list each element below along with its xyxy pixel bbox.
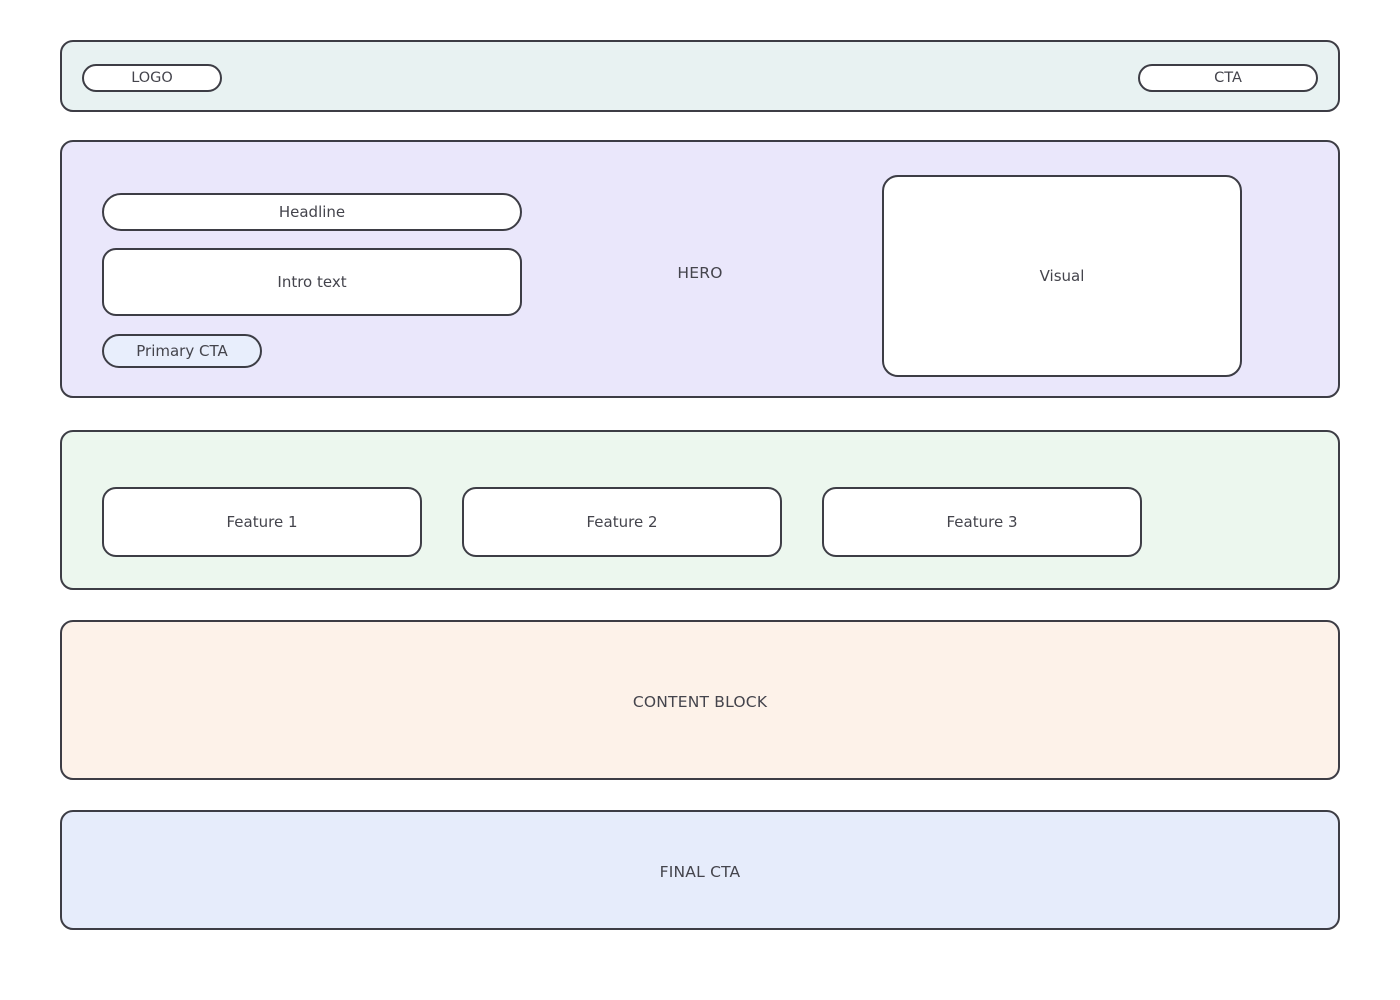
hero-section: HERO Headline Intro text Primary CTA Vis… (60, 140, 1340, 398)
logo-placeholder[interactable]: LOGO (82, 64, 222, 92)
header-cta-label: CTA (1214, 70, 1242, 86)
hero-intro-label: Intro text (277, 273, 347, 291)
hero-primary-cta-label: Primary CTA (136, 342, 228, 360)
feature-card-1-label: Feature 1 (226, 513, 298, 531)
final-cta-section[interactable]: FINAL CTA (60, 810, 1340, 930)
features-section: Feature 1 Feature 2 Feature 3 (60, 430, 1340, 590)
feature-card-2-label: Feature 2 (586, 513, 658, 531)
hero-visual-placeholder: Visual (882, 175, 1242, 377)
header-bar: LOGO CTA (60, 40, 1340, 112)
feature-card-3-label: Feature 3 (946, 513, 1018, 531)
hero-headline-placeholder: Headline (102, 193, 522, 231)
hero-visual-label: Visual (1039, 267, 1085, 285)
header-cta-button[interactable]: CTA (1138, 64, 1318, 92)
final-cta-label: FINAL CTA (659, 863, 741, 881)
feature-card-2[interactable]: Feature 2 (462, 487, 782, 557)
hero-intro-text-placeholder: Intro text (102, 248, 522, 316)
hero-headline-label: Headline (278, 203, 346, 221)
logo-label: LOGO (131, 70, 173, 86)
feature-card-1[interactable]: Feature 1 (102, 487, 422, 557)
content-block-section: CONTENT BLOCK (60, 620, 1340, 780)
content-block-label: CONTENT BLOCK (632, 693, 768, 711)
feature-card-3[interactable]: Feature 3 (822, 487, 1142, 557)
hero-primary-cta-button[interactable]: Primary CTA (102, 334, 262, 368)
